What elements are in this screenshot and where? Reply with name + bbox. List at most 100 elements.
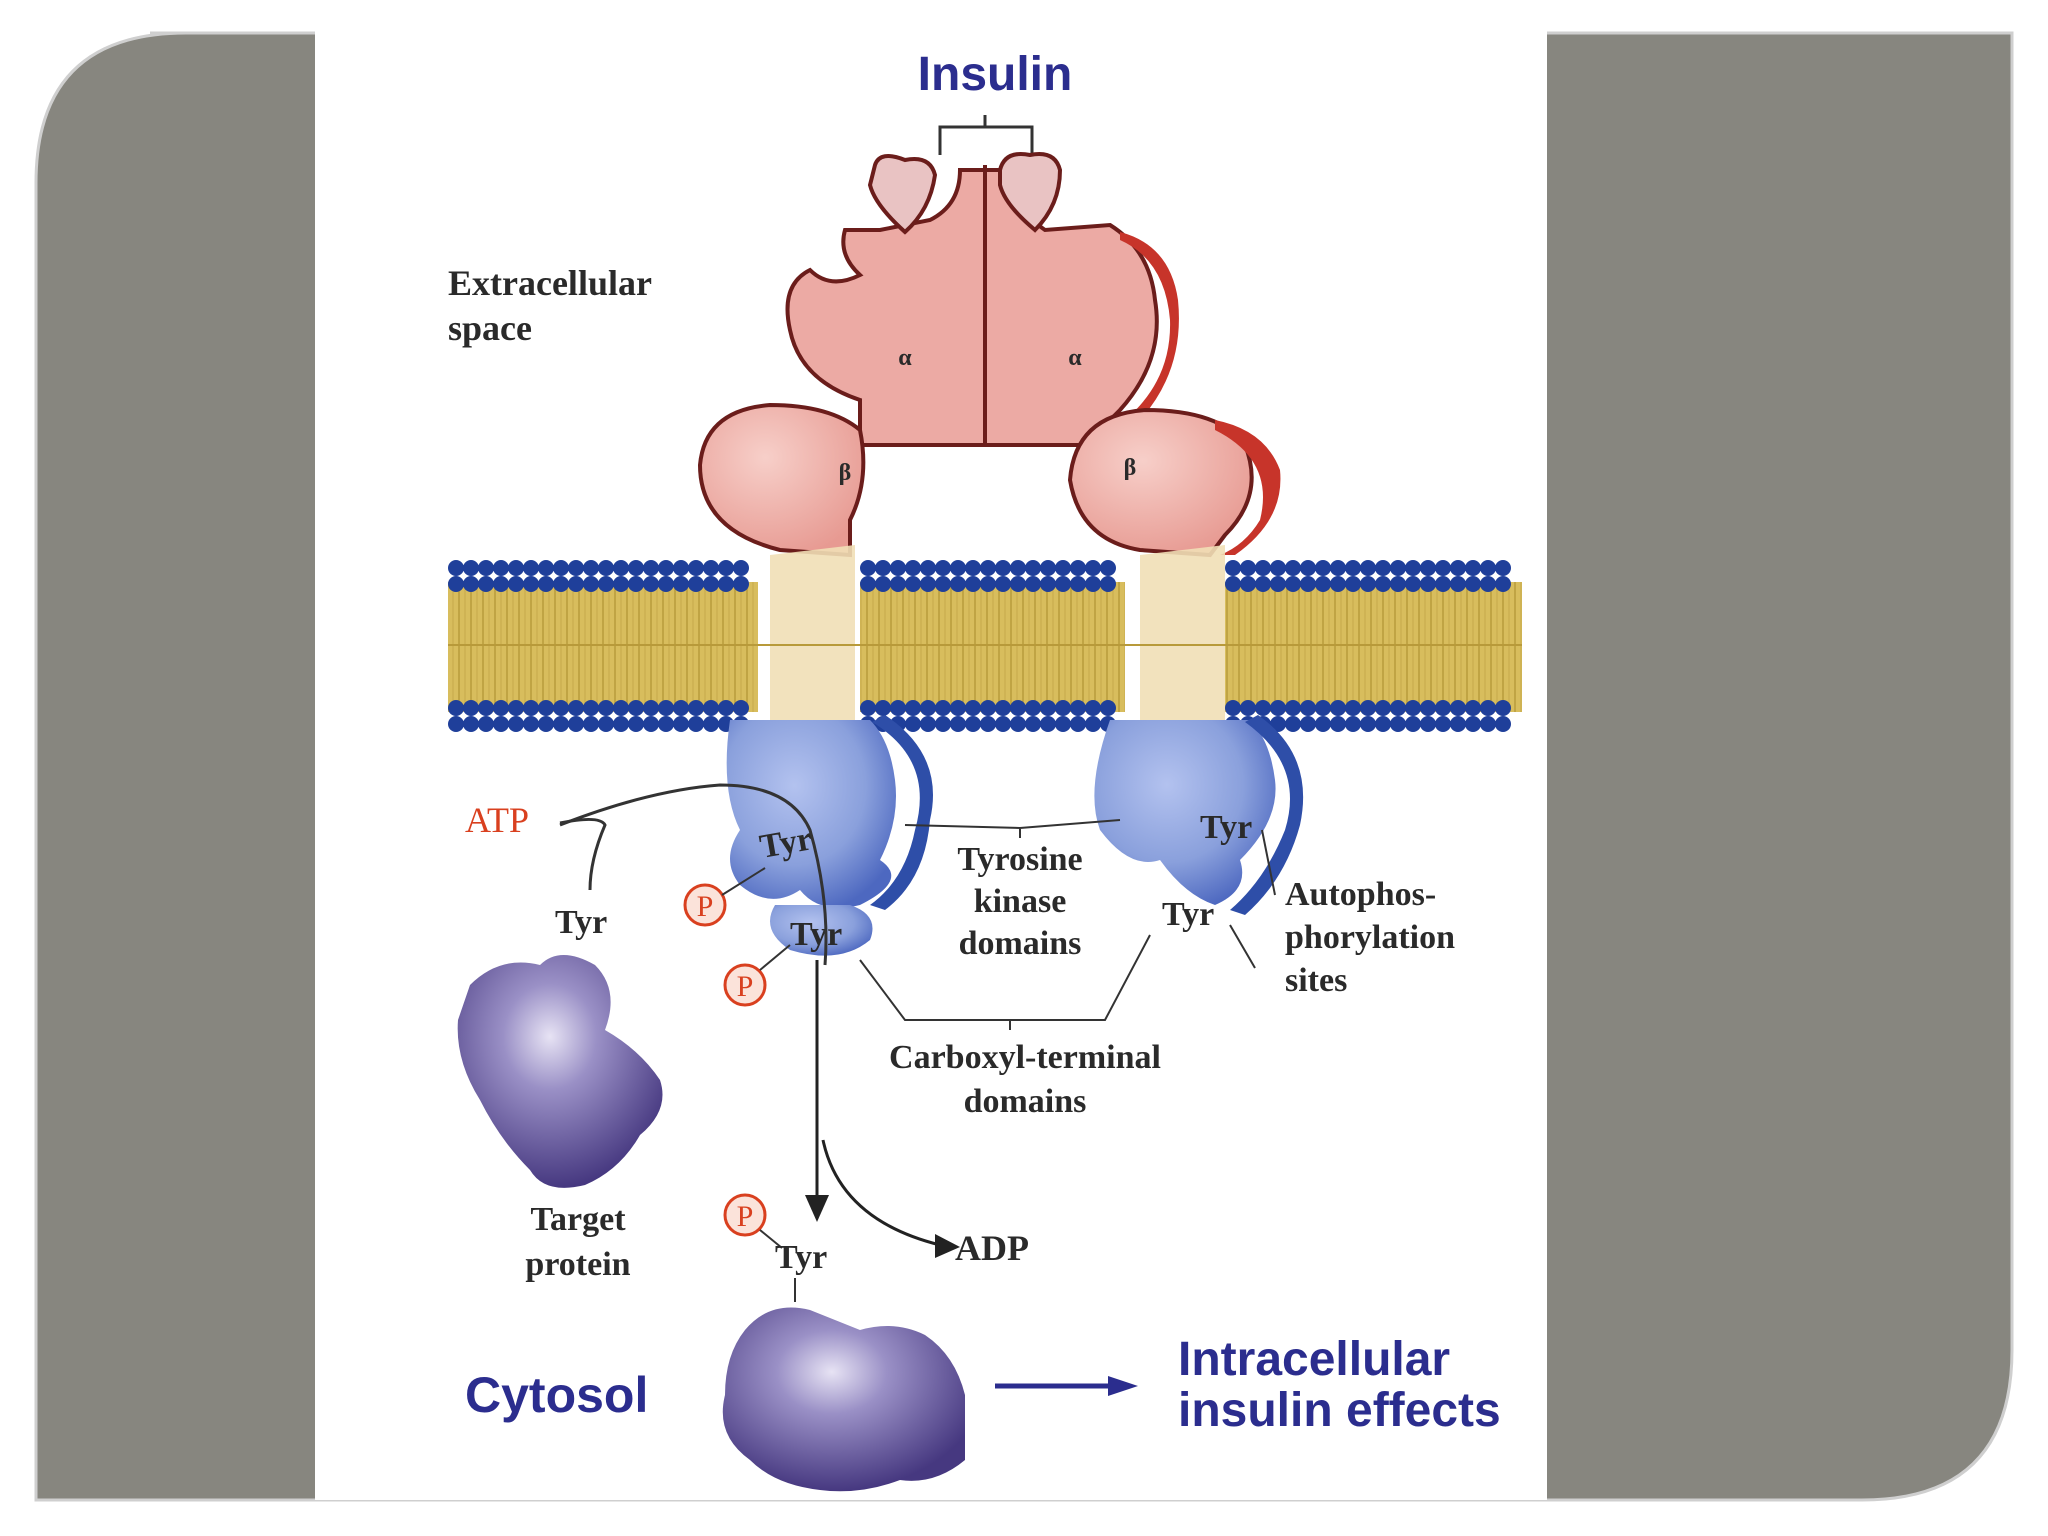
phospholipid-head (1465, 700, 1481, 716)
phospholipid-head (643, 700, 659, 716)
adp-arrow-head (935, 1234, 960, 1258)
phospholipid-head (478, 576, 494, 592)
alpha-right-label: α (1068, 345, 1082, 371)
phospholipid-head (1255, 576, 1271, 592)
tyrosine-kinase-label-line1: Tyrosine (957, 841, 1082, 878)
phospholipid-head (718, 700, 734, 716)
phosphate-circle-1: P (683, 867, 766, 927)
phospholipid-head (1465, 576, 1481, 592)
phospholipid-head (1495, 716, 1511, 732)
effects-label-line1: Intracellular (1178, 1333, 1450, 1386)
beta-subunit-right (1067, 407, 1281, 720)
phospholipid-head (703, 560, 719, 576)
phospholipid-head (1480, 560, 1496, 576)
phospholipid-head (1495, 576, 1511, 592)
phospholipid-head (980, 576, 996, 592)
phospholipid-head (733, 576, 749, 592)
phospholipid-head (718, 576, 734, 592)
phospholipid-head (1390, 700, 1406, 716)
phospholipid-head (508, 560, 524, 576)
phospholipid-head (523, 560, 539, 576)
svg-text:P: P (737, 1200, 754, 1233)
phospholipid-head (688, 576, 704, 592)
tyr-kinase-upper-right: Tyr (1200, 809, 1252, 846)
phospholipid-head (995, 576, 1011, 592)
phospholipid-head (673, 576, 689, 592)
phospholipid-head (583, 560, 599, 576)
phospholipid-head (875, 700, 891, 716)
phospholipid-head (1315, 716, 1331, 732)
phospholipid-head (1300, 576, 1316, 592)
phospholipid-head (1465, 716, 1481, 732)
phospholipid-head (1025, 576, 1041, 592)
phospholipid-head (1085, 560, 1101, 576)
phospholipid-head (553, 560, 569, 576)
phospholipid-head (1055, 716, 1071, 732)
phospholipid-head (598, 716, 614, 732)
phospholipid-head (1025, 560, 1041, 576)
phospholipid-head (448, 716, 464, 732)
phospholipid-head (1345, 700, 1361, 716)
phospholipid-head (1420, 716, 1436, 732)
phospholipid-head (448, 700, 464, 716)
phospholipid-head (1420, 576, 1436, 592)
phospholipid-head (1375, 576, 1391, 592)
phospholipid-head (980, 716, 996, 732)
tyrosine-kinase-label-line3: domains (959, 925, 1082, 962)
phospholipid-head (1270, 560, 1286, 576)
phospholipid-head (583, 700, 599, 716)
phospholipid-head (1330, 576, 1346, 592)
phospholipid-head (1345, 716, 1361, 732)
phospholipid-head (1100, 560, 1116, 576)
phospholipid-head (1390, 576, 1406, 592)
phospholipid-head (1495, 560, 1511, 576)
phospholipid-head (1360, 576, 1376, 592)
phospholipid-head (568, 700, 584, 716)
phospholipid-head (553, 716, 569, 732)
phospholipid-head (1010, 716, 1026, 732)
phospholipid-head (920, 576, 936, 592)
phospholipid-head (860, 560, 876, 576)
phospholipid-head (1450, 560, 1466, 576)
phospholipid-head (658, 700, 674, 716)
phospholipid-head (1360, 700, 1376, 716)
phospholipid-head (538, 576, 554, 592)
target-protein-label-line2: protein (525, 1246, 630, 1283)
lipid-bilayer-membrane (448, 582, 1522, 712)
phosphate-circle-3: P (723, 1193, 783, 1249)
phospholipid-head (1040, 716, 1056, 732)
phospholipid-head (1330, 700, 1346, 716)
adp-label: ADP (955, 1228, 1029, 1268)
beta-right-label: β (1124, 455, 1137, 481)
phospholipid-head (1225, 700, 1241, 716)
phospholipid-head (1450, 716, 1466, 732)
phospholipid-head (448, 576, 464, 592)
phospholipid-head (508, 716, 524, 732)
phospholipid-head (1010, 576, 1026, 592)
phospholipid-head (643, 576, 659, 592)
phospholipid-head (523, 700, 539, 716)
phospholipid-head (950, 560, 966, 576)
phospholipid-head (1375, 700, 1391, 716)
phospholipid-head (1360, 716, 1376, 732)
phospholipid-head (1420, 560, 1436, 576)
phospholipid-head (1225, 560, 1241, 576)
phospholipid-head (493, 560, 509, 576)
phospholipid-head (1300, 700, 1316, 716)
phospholipid-head (1405, 560, 1421, 576)
phospholipid-head (920, 716, 936, 732)
autophos-pointers (1229, 829, 1276, 969)
phospholipid-head (673, 716, 689, 732)
kinase-domain-right (1094, 715, 1304, 915)
tyr-kinase-upper-left: Tyr (757, 820, 815, 866)
phospholipid-head (1375, 560, 1391, 576)
target-protein-label-line1: Target (530, 1201, 626, 1238)
phospholipid-head (463, 716, 479, 732)
phospholipid-head (1420, 700, 1436, 716)
phospholipid-head (860, 576, 876, 592)
phospholipid-head (568, 560, 584, 576)
phospholipid-head (1040, 560, 1056, 576)
phospholipid-head (950, 700, 966, 716)
beta-left-label: β (839, 460, 852, 486)
extracellular-label-line2: space (448, 308, 532, 348)
